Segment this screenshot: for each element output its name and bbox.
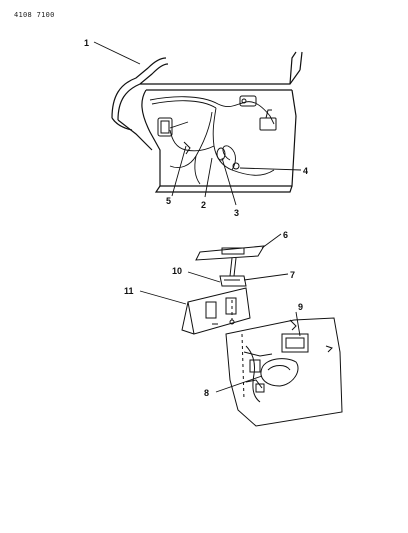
callout-3: 3	[234, 208, 239, 218]
drawing-code: 4108 7100	[14, 11, 55, 19]
callout-9: 9	[298, 302, 303, 312]
callout-11: 11	[124, 286, 134, 296]
door-panel	[225, 300, 343, 427]
door-frame	[111, 51, 303, 193]
callout-6: 6	[283, 230, 288, 240]
callout-8: 8	[204, 388, 209, 398]
callout-2: 2	[201, 200, 206, 210]
callout-4: 4	[303, 166, 308, 176]
leader-lines-lower	[139, 233, 301, 393]
handle-bezel	[195, 245, 265, 287]
trim-panel-11	[181, 287, 251, 335]
callout-10: 10	[172, 266, 182, 276]
callout-5: 5	[166, 196, 171, 206]
callout-1: 1	[84, 38, 89, 48]
components	[157, 95, 277, 170]
wiring-harness	[149, 96, 275, 185]
callout-7: 7	[290, 270, 295, 280]
leader-lines-upper	[93, 41, 302, 206]
